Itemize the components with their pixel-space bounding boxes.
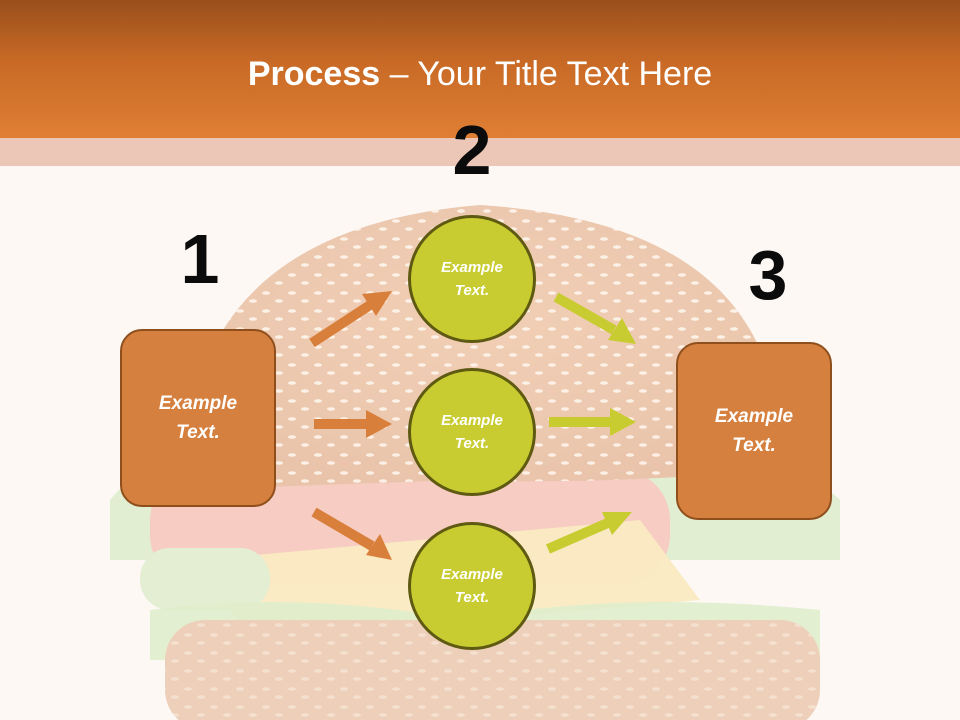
step-number-2: 2 [452, 111, 492, 189]
step-1-box: Example Text. [120, 329, 276, 507]
arrow-box1-to-bottom [311, 507, 392, 560]
step-3-label: Example Text. [714, 406, 794, 456]
slide-title-rest: – Your Title Text Here [380, 55, 713, 93]
arrow-middle-to-box3 [549, 408, 636, 436]
circle-bottom: Example Text. [408, 522, 536, 650]
step-1-label: Example Text. [158, 393, 238, 443]
arrow-bottom-to-box3 [546, 512, 632, 554]
title-bar [0, 0, 960, 138]
arrow-top-to-box3 [553, 292, 636, 344]
circle-middle-label: Example Text. [441, 412, 503, 452]
circle-middle: Example Text. [408, 368, 536, 496]
slide-title: Process – Your Title Text Here [0, 52, 960, 96]
arrow-box1-to-top [309, 291, 392, 348]
slide-title-strong: Process [247, 55, 381, 93]
step-3-box: Example Text. [676, 342, 832, 520]
step-number-1: 1 [180, 220, 220, 298]
circle-top-label: Example Text. [441, 259, 503, 299]
title-bar-band [0, 138, 960, 166]
step-number-3: 3 [748, 236, 788, 314]
circle-bottom-label: Example Text. [441, 566, 503, 606]
circle-top: Example Text. [408, 215, 536, 343]
arrow-box1-to-middle [314, 410, 392, 438]
